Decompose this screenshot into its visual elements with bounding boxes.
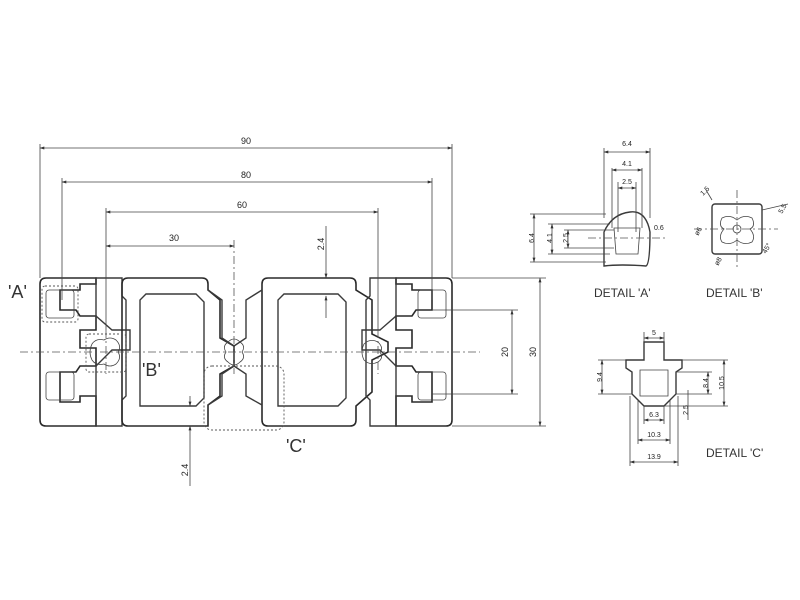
label-section-a: 'A' <box>8 282 27 302</box>
detail-c-10-3: 10.3 <box>647 432 661 439</box>
detail-c-5: 5 <box>652 330 656 337</box>
detail-c-2-5: 2.5 <box>683 405 690 415</box>
detail-a-title: DETAIL 'A' <box>594 286 651 300</box>
detail-b-5-5: 5.5 <box>778 203 789 215</box>
detail-a-6-4-top: 6.4 <box>622 141 632 148</box>
dim-90: 90 <box>241 136 251 146</box>
detail-c-drawing: 5 9.4 8.4 10.5 2.5 6.3 10.3 13.9 <box>597 330 728 466</box>
dim-80: 80 <box>241 170 251 180</box>
dim-2-4-top: 2.4 <box>316 238 326 251</box>
detail-b-6: ø6 <box>694 226 704 237</box>
dim-60: 60 <box>237 200 247 210</box>
detail-a-4-1-top: 4.1 <box>622 161 632 168</box>
dim-30-top: 30 <box>169 233 179 243</box>
detail-b-title: DETAIL 'B' <box>706 286 763 300</box>
detail-b-8: ø8 <box>714 256 724 267</box>
detail-a-2-5-top: 2.5 <box>622 179 632 186</box>
profile-cross-section <box>20 240 480 431</box>
detail-b-drawing: 1.5 5.5 ø6 ø8 45° <box>694 186 789 268</box>
detail-a-0-6: 0.6 <box>654 225 664 232</box>
detail-c-8-4: 8.4 <box>703 378 710 388</box>
label-section-c: 'C' <box>286 436 306 456</box>
main-dimensions: 90 80 60 30 2.4 20 30 2.4 <box>39 136 546 486</box>
detail-c-6-3: 6.3 <box>649 412 659 419</box>
detail-c-10-5: 10.5 <box>719 376 726 390</box>
detail-c-9-4: 9.4 <box>597 372 604 382</box>
detail-a-drawing: 6.4 4.1 2.5 6.4 4.1 2.5 0.6 <box>529 141 666 267</box>
detail-a-6-4-left: 6.4 <box>529 233 536 243</box>
detail-c-13-9: 13.9 <box>647 454 661 461</box>
detail-a-2-5-left: 2.5 <box>563 233 570 243</box>
dim-20: 20 <box>500 347 510 357</box>
label-section-b: 'B' <box>142 360 161 380</box>
dim-2-4-bottom: 2.4 <box>180 464 190 477</box>
dim-30-right: 30 <box>528 347 538 357</box>
detail-b-1-5: 1.5 <box>699 186 711 198</box>
detail-a-4-1-left: 4.1 <box>547 233 554 243</box>
detail-c-title: DETAIL 'C' <box>706 446 763 460</box>
